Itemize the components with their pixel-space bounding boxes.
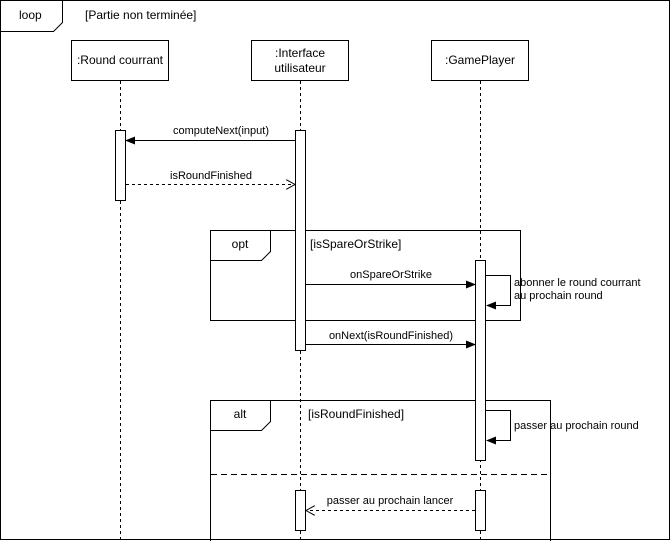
activation-gameplayer-alt <box>475 490 486 531</box>
self-message-subscribe: abonner le round courrant au prochain ro… <box>486 275 641 310</box>
message-label-is-round-finished: isRoundFinished <box>170 170 252 182</box>
opt-operator-tab <box>210 230 271 261</box>
self-message-next-round: passer au prochain round <box>486 410 639 445</box>
lifeline-label-gameplayer: :GamePlayer <box>445 53 515 67</box>
lifeline-round-courrant[interactable]: :Round courrant <box>71 40 169 541</box>
message-label-compute-next: computeNext(input) <box>173 125 269 137</box>
self-message-label-next-round: passer au prochain round <box>514 420 639 432</box>
lifeline-label-round-courrant: :Round courrant <box>77 53 164 67</box>
message-on-spare-or-strike: onSpareOrStrike <box>306 269 476 289</box>
alt-operator-label: alt <box>234 407 247 421</box>
message-next-throw-return: passer au prochain lancer <box>306 495 475 511</box>
alt-guard-label: [isRoundFinished] <box>308 407 404 421</box>
message-compute-next: computeNext(input) <box>125 125 295 145</box>
lifeline-label-interface-line2: utilisateur <box>274 61 325 75</box>
message-label-on-spare-or-strike: onSpareOrStrike <box>350 269 432 281</box>
lifeline-label-interface-line1: :Interface <box>275 46 325 60</box>
opt-fragment: opt [isSpareOrStrike] <box>210 230 521 321</box>
message-on-next: onNext(isRoundFinished) <box>306 330 476 349</box>
opt-operator-label: opt <box>232 237 249 251</box>
self-message-label-subscribe-line2: au prochain round <box>514 290 603 302</box>
activation-interface-main <box>295 130 306 351</box>
loop-operator-tab <box>0 0 63 32</box>
activation-gameplayer-main <box>475 260 486 461</box>
lifeline-head-round-courrant[interactable] <box>71 40 169 81</box>
loop-guard-label: [Partie non terminée] <box>85 8 196 22</box>
alt-frame <box>210 400 551 541</box>
loop-operator-label: loop <box>19 8 42 22</box>
self-message-arrow-subscribe <box>486 275 511 310</box>
opt-frame <box>210 230 521 321</box>
self-message-label-subscribe-line1: abonner le round courrant <box>514 277 641 289</box>
activation-interface-alt <box>295 490 306 531</box>
message-label-on-next: onNext(isRoundFinished) <box>329 330 453 342</box>
message-label-next-throw: passer au prochain lancer <box>327 495 454 507</box>
self-message-arrow-next-round <box>486 410 511 445</box>
lifeline-gameplayer[interactable]: :GamePlayer <box>431 40 529 541</box>
lifeline-head-interface-utilisateur[interactable] <box>251 40 349 81</box>
activation-round-courrant <box>115 130 126 201</box>
opt-guard-label: [isSpareOrStrike] <box>310 237 401 251</box>
message-is-round-finished-return: isRoundFinished <box>126 170 295 185</box>
alt-operator-tab <box>210 400 271 431</box>
lifeline-head-gameplayer[interactable] <box>431 40 529 81</box>
alt-fragment: alt [isRoundFinished] <box>210 400 551 541</box>
